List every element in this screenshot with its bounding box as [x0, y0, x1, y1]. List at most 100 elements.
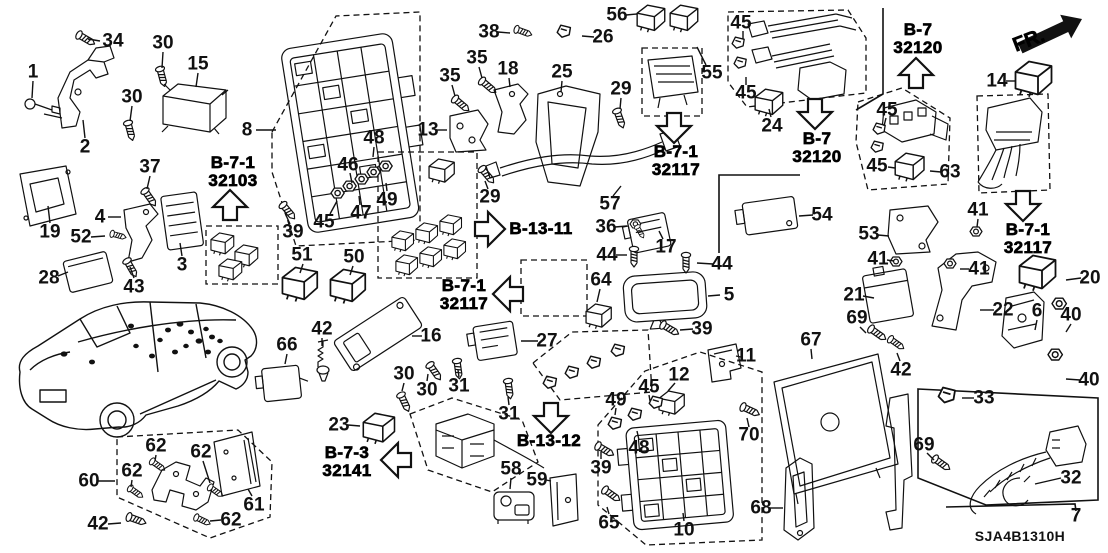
part-callout-18: 18 [497, 58, 519, 80]
part-callout-39: 39 [282, 221, 304, 243]
part-callout-60: 60 [78, 470, 100, 492]
module-19 [19, 165, 77, 227]
part-callout-45: 45 [730, 12, 752, 34]
car-illustration [18, 301, 258, 438]
part-callout-49: 49 [376, 189, 398, 211]
part-callout-38: 38 [478, 21, 500, 43]
part-callout-62: 62 [190, 441, 212, 463]
ref-block-arrow-down [795, 97, 835, 131]
part-callout-4: 4 [94, 206, 106, 228]
part-callout-70: 70 [738, 424, 760, 446]
leader-line [596, 288, 601, 303]
leader-line [507, 396, 510, 406]
part-callout-69: 69 [913, 434, 935, 456]
part-callout-62: 62 [121, 460, 143, 482]
leader-line [57, 271, 69, 277]
part-callout-41: 41 [967, 199, 989, 221]
ref-block-arrow-left [379, 440, 413, 480]
part-callout-29: 29 [610, 78, 632, 100]
part-callout-20: 20 [1079, 267, 1101, 289]
leader-line [385, 182, 388, 192]
connector-58 [493, 491, 535, 524]
bracket-60 [151, 461, 215, 511]
part-callout-31: 31 [448, 375, 470, 397]
leader-line [862, 295, 875, 299]
module-27 [466, 320, 518, 361]
part-callout-45: 45 [866, 155, 888, 177]
bracket-13 [449, 109, 489, 153]
part-callout-58: 58 [500, 458, 522, 480]
leader-line [545, 479, 552, 482]
leader-line [87, 38, 101, 42]
part-callout-24: 24 [761, 115, 783, 137]
leader-line [859, 326, 867, 334]
ref-block-arrow-right [473, 209, 507, 249]
part-callout-55: 55 [701, 62, 723, 84]
part-callout-53: 53 [858, 223, 880, 245]
leader-line [347, 424, 361, 427]
leader-line [606, 506, 610, 515]
ref-block-arrow-down [654, 111, 694, 145]
part-callout-42: 42 [87, 513, 109, 535]
part-callout-47: 47 [350, 202, 372, 224]
part-callout-41: 41 [867, 248, 889, 270]
leader-line [329, 200, 338, 215]
part-callout-65: 65 [598, 512, 620, 534]
leader-line [929, 170, 942, 173]
part-callout-42: 42 [890, 359, 912, 381]
module-28 [62, 251, 114, 293]
part-callout-30: 30 [121, 86, 143, 108]
leader-line [508, 77, 511, 88]
part-callout-40: 40 [1078, 369, 1100, 391]
module-16 [333, 296, 423, 372]
part-callout-36: 36 [595, 216, 617, 238]
part-callout-25: 25 [551, 61, 573, 83]
part-callout-32: 32 [1060, 467, 1082, 489]
ref-label-b-13-12: B-13-12 [516, 431, 582, 451]
part-callout-44: 44 [596, 244, 618, 266]
ref-label-b-13-11: B-13-11 [509, 219, 573, 239]
leader-line [154, 454, 157, 462]
screw-42-spring [316, 339, 330, 382]
part-callout-45: 45 [735, 82, 757, 104]
leader-line [1034, 319, 1038, 331]
main-relay [435, 413, 545, 469]
diagram-code: SJA4B1310H [974, 528, 1066, 544]
part-callout-17: 17 [655, 236, 677, 258]
bracket-67-mount [885, 393, 913, 531]
leader-line [497, 31, 511, 34]
leader-line [129, 266, 135, 279]
part-callout-31: 31 [498, 403, 520, 425]
leader-line [612, 185, 622, 197]
part-callout-37: 37 [139, 156, 161, 178]
part-callout-41: 41 [968, 258, 990, 280]
part-callout-52: 52 [70, 226, 92, 248]
leader-line [284, 212, 291, 225]
part-callout-43: 43 [123, 276, 145, 298]
part-callout-30: 30 [152, 32, 174, 54]
leader-line [810, 348, 813, 360]
part-callout-7: 7 [1070, 505, 1082, 527]
leader-line [896, 352, 901, 362]
relay-block [647, 55, 699, 109]
ref-block-arrow-down [1003, 189, 1043, 223]
leader-line [202, 460, 211, 484]
part-callout-48: 48 [628, 437, 650, 459]
ecu-67 [773, 353, 899, 505]
part-callout-30: 30 [416, 379, 438, 401]
leader-line [90, 235, 106, 238]
part-callout-22: 22 [992, 299, 1014, 321]
bracket-22 [931, 251, 997, 331]
part-callout-46: 46 [337, 154, 359, 176]
part-callout-29: 29 [479, 186, 501, 208]
part-callout-59: 59 [526, 469, 548, 491]
part-callout-45: 45 [638, 376, 660, 398]
part-callout-26: 26 [592, 26, 614, 48]
leader-line [1065, 277, 1082, 281]
part-callout-62: 62 [220, 509, 242, 531]
part-callout-66: 66 [276, 334, 298, 356]
leader-line [478, 66, 483, 79]
